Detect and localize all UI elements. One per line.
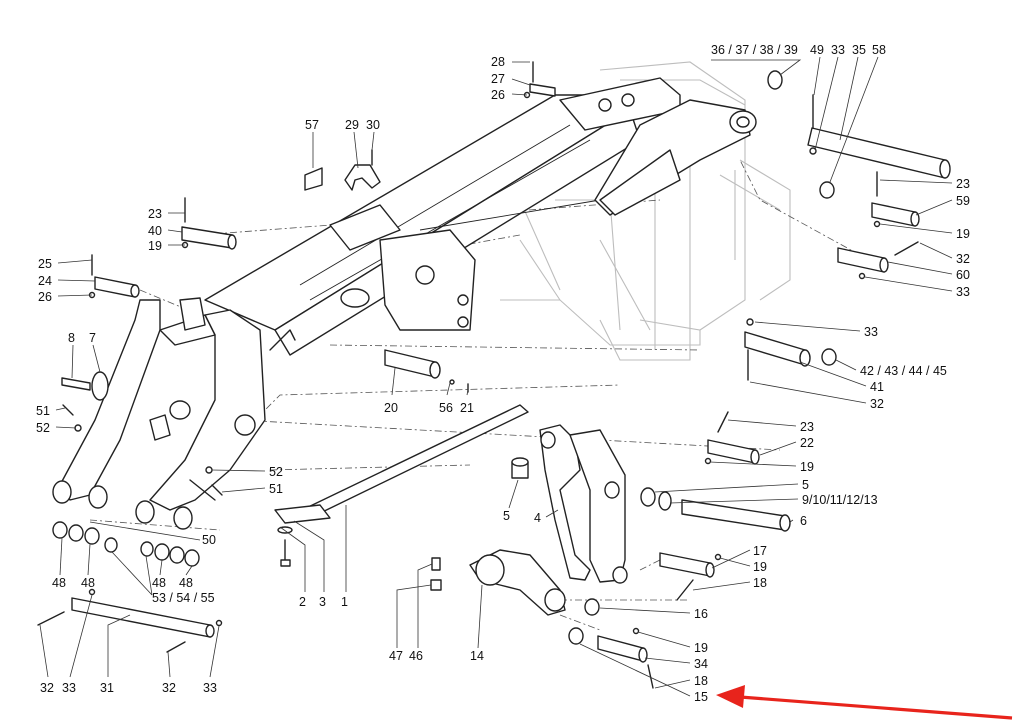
callout-33: 33 bbox=[956, 285, 970, 299]
callout-20: 20 bbox=[384, 401, 398, 415]
callout-18: 18 bbox=[753, 576, 767, 590]
callout-17: 17 bbox=[753, 544, 767, 558]
callout-34: 34 bbox=[694, 657, 708, 671]
callout-40: 40 bbox=[148, 224, 162, 238]
callout-32: 32 bbox=[870, 397, 884, 411]
callout-48: 48 bbox=[52, 576, 66, 590]
callout-51: 51 bbox=[269, 482, 283, 496]
callout-5: 5 bbox=[802, 478, 809, 492]
callout-19: 19 bbox=[753, 560, 767, 574]
callout-33: 33 bbox=[62, 681, 76, 695]
callout-25: 25 bbox=[38, 257, 52, 271]
callout-3: 3 bbox=[319, 595, 326, 609]
callout-8: 8 bbox=[68, 331, 75, 345]
callout-23: 23 bbox=[956, 177, 970, 191]
callout-60: 60 bbox=[956, 268, 970, 282]
callout-41: 41 bbox=[870, 380, 884, 394]
bell-crank bbox=[469, 549, 566, 616]
callout-4: 4 bbox=[534, 511, 541, 525]
callout-9-13: 9/10/11/12/13 bbox=[802, 493, 878, 507]
callout-7: 7 bbox=[89, 331, 96, 345]
callout-29: 29 bbox=[345, 118, 359, 132]
callout-19: 19 bbox=[148, 239, 162, 253]
callout-48: 48 bbox=[81, 576, 95, 590]
leader-lines bbox=[39, 56, 953, 697]
callout-52: 52 bbox=[36, 421, 50, 435]
callout-26: 26 bbox=[491, 88, 505, 102]
callout-23: 23 bbox=[148, 207, 162, 221]
callout-33: 33 bbox=[203, 681, 217, 695]
callout-53-55: 53 / 54 / 55 bbox=[152, 591, 215, 605]
callout-56: 56 bbox=[439, 401, 453, 415]
pins-and-bushings bbox=[37, 61, 951, 689]
callout-52: 52 bbox=[269, 465, 283, 479]
highlight-arrow bbox=[716, 685, 1013, 720]
callout-47: 47 bbox=[389, 649, 403, 663]
callout-35: 35 bbox=[852, 43, 866, 57]
callout-28: 28 bbox=[491, 55, 505, 69]
callout-50: 50 bbox=[202, 533, 216, 547]
callout-49: 49 bbox=[810, 43, 824, 57]
callout-36-39: 36 / 37 / 38 / 39 bbox=[711, 43, 798, 57]
callout-57: 57 bbox=[305, 118, 319, 132]
callout-6: 6 bbox=[800, 514, 807, 528]
callout-19: 19 bbox=[956, 227, 970, 241]
callout-51: 51 bbox=[36, 404, 50, 418]
callout-31: 31 bbox=[100, 681, 114, 695]
callout-48: 48 bbox=[179, 576, 193, 590]
callout-32: 32 bbox=[956, 252, 970, 266]
callout-labels: 28 27 26 36 / 37 / 38 / 39 49 33 35 58 5… bbox=[36, 43, 970, 704]
callout-26: 26 bbox=[38, 290, 52, 304]
callout-15: 15 bbox=[694, 690, 708, 704]
callout-33: 33 bbox=[864, 325, 878, 339]
callout-19: 19 bbox=[800, 460, 814, 474]
callout-59: 59 bbox=[956, 194, 970, 208]
callout-5: 5 bbox=[503, 509, 510, 523]
callout-30: 30 bbox=[366, 118, 380, 132]
callout-2: 2 bbox=[299, 595, 306, 609]
callout-27: 27 bbox=[491, 72, 505, 86]
callout-22: 22 bbox=[800, 436, 814, 450]
callout-21: 21 bbox=[460, 401, 474, 415]
callout-42-45: 42 / 43 / 44 / 45 bbox=[860, 364, 947, 378]
callout-46: 46 bbox=[409, 649, 423, 663]
main-boom bbox=[204, 94, 641, 356]
callout-58: 58 bbox=[872, 43, 886, 57]
callout-16: 16 bbox=[694, 607, 708, 621]
callout-18: 18 bbox=[694, 674, 708, 688]
callout-32: 32 bbox=[162, 681, 176, 695]
callout-19: 19 bbox=[694, 641, 708, 655]
top-pivot-bracket bbox=[559, 77, 757, 216]
callout-14: 14 bbox=[470, 649, 484, 663]
link-plate bbox=[539, 424, 628, 584]
long-rod bbox=[274, 404, 529, 524]
callout-32: 32 bbox=[40, 681, 54, 695]
callout-33: 33 bbox=[831, 43, 845, 57]
callout-24: 24 bbox=[38, 274, 52, 288]
callout-23: 23 bbox=[800, 420, 814, 434]
callout-48: 48 bbox=[152, 576, 166, 590]
lifting-fork bbox=[52, 297, 266, 530]
callout-1: 1 bbox=[341, 595, 348, 609]
